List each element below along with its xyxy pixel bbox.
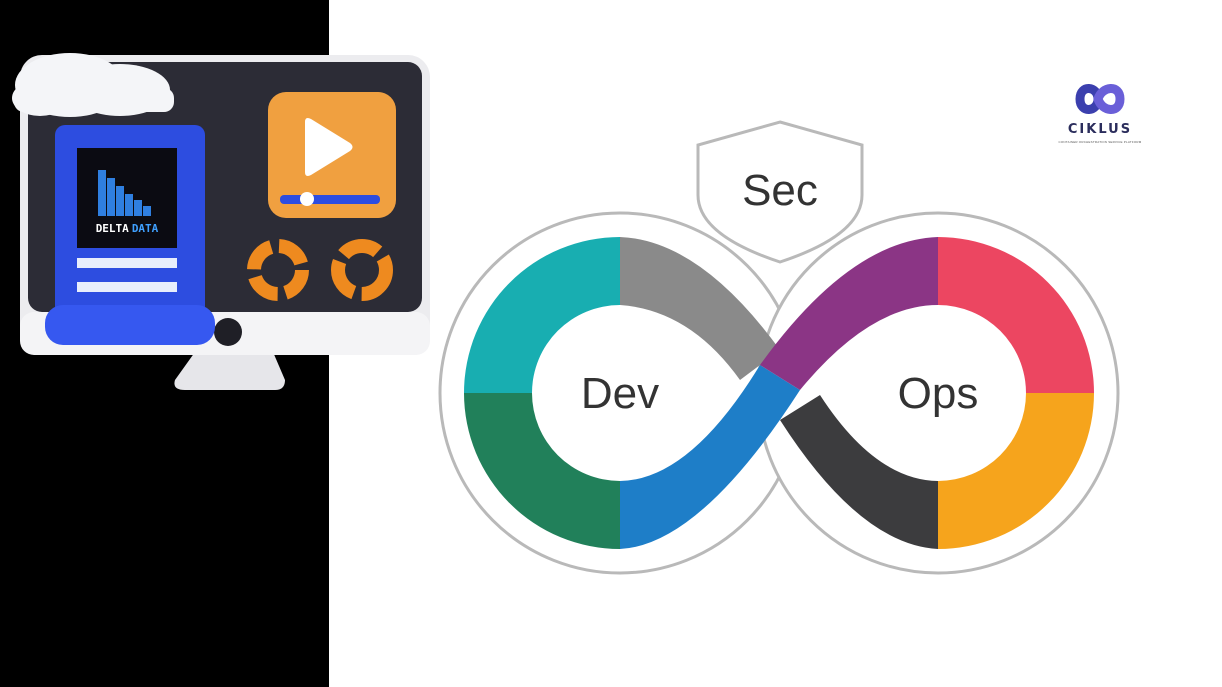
dev-label: Dev [581,369,659,418]
cloud-icon [12,53,174,117]
screen-logo-word1: DELTA [96,222,129,235]
orange-arc [938,393,1094,549]
donut-chart-icon [247,239,393,301]
ciklus-logo: CIKLUS CONTAINER ORCHESTRATION SERVICE P… [1050,76,1150,156]
sec-shield [696,120,864,264]
teal-arc [464,237,620,393]
pink-arc [938,237,1094,393]
right-loop [760,237,1094,549]
power-button [214,318,242,346]
blue-arc [620,365,800,549]
brand-name: CIKLUS [1067,122,1133,137]
ops-label: Ops [898,369,979,418]
play-icon [268,92,396,218]
left-loop [464,237,800,549]
infinity-logo-icon [1075,84,1125,114]
purple-arc [760,237,938,390]
green-arc [464,393,620,549]
monitor-stand [174,345,285,390]
brand-tagline: CONTAINER ORCHESTRATION SERVICE PLATFORM [1058,140,1142,144]
gray-arc [620,237,780,380]
screen-logo-word2: DATA [132,222,159,235]
sec-label: Sec [742,166,818,215]
dark-arc [780,395,938,549]
